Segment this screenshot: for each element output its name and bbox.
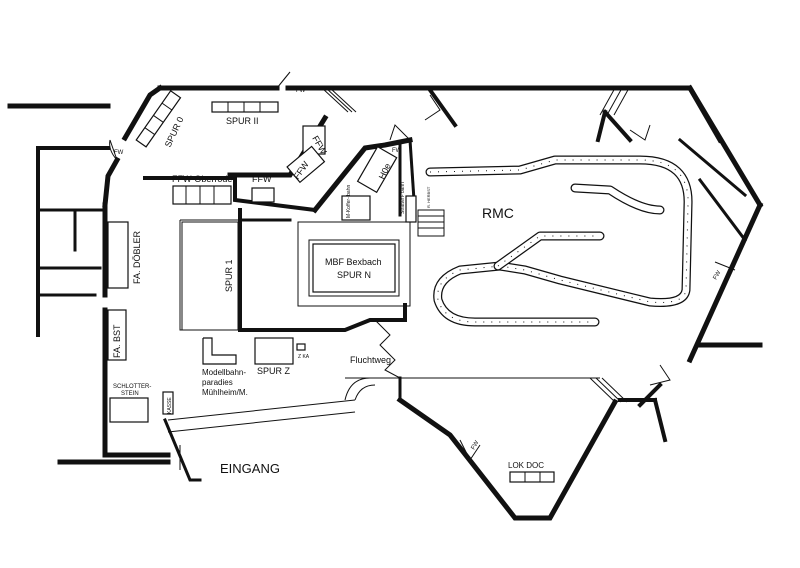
tables bbox=[107, 90, 555, 483]
label-spur-n: SPUR N bbox=[337, 270, 371, 280]
label-fa-bst: FA. BST bbox=[112, 324, 122, 358]
door-swings bbox=[109, 71, 736, 461]
label-fa-dobler: FA. DÖBLER bbox=[132, 230, 142, 284]
rmc-track-layout bbox=[425, 155, 693, 327]
label-rmc: RMC bbox=[482, 205, 514, 221]
label-lok-doc: LOK DOC bbox=[508, 461, 544, 470]
label-fluchtweg: Fluchtweg bbox=[350, 355, 391, 365]
label-strassenbahn: Straßen- bahn bbox=[400, 182, 406, 214]
label-fw-left: FW bbox=[114, 150, 124, 156]
label-modellbahn-2: paradies bbox=[202, 378, 233, 387]
label-fw-top: FW bbox=[296, 88, 306, 94]
label-spur1: SPUR 1 bbox=[224, 259, 234, 292]
label-r-herbst: R. HERBST bbox=[426, 186, 431, 208]
label-spur-z: SPUR Z bbox=[257, 366, 291, 376]
label-modellbahn-3: Mühlheim/M. bbox=[202, 388, 248, 397]
label-ffw-3: FFW bbox=[252, 174, 272, 184]
label-schlotterstein-1: SCHLOTTER- bbox=[113, 384, 151, 390]
label-modellbahn-1: Modellbahn- bbox=[202, 368, 246, 377]
label-m-kofferbahn: M-Koffer- bahn bbox=[346, 185, 352, 218]
label-spur0: SPUR 0 bbox=[163, 115, 186, 149]
label-fw-mid: FW bbox=[392, 148, 402, 154]
label-spur2: SPUR II bbox=[226, 116, 259, 126]
label-fw-bottom: FW bbox=[471, 440, 481, 451]
label-kasse: KASSE bbox=[167, 397, 173, 414]
label-schlotterstein-2: STEIN bbox=[121, 391, 139, 397]
stairs bbox=[321, 87, 630, 403]
label-ffw-oberroden: FFW-Oberroden bbox=[172, 174, 237, 184]
label-eingang: EINGANG bbox=[220, 461, 280, 476]
label-mbf-bexbach: MBF Bexbach bbox=[325, 257, 382, 267]
outer-walls bbox=[7, 84, 764, 521]
label-z-ka: Z KA bbox=[298, 354, 310, 360]
label-fw-right: FW bbox=[713, 270, 723, 281]
labels: SPUR 0 SPUR II FFW FFW FFW-Oberroden FFW… bbox=[112, 88, 723, 476]
